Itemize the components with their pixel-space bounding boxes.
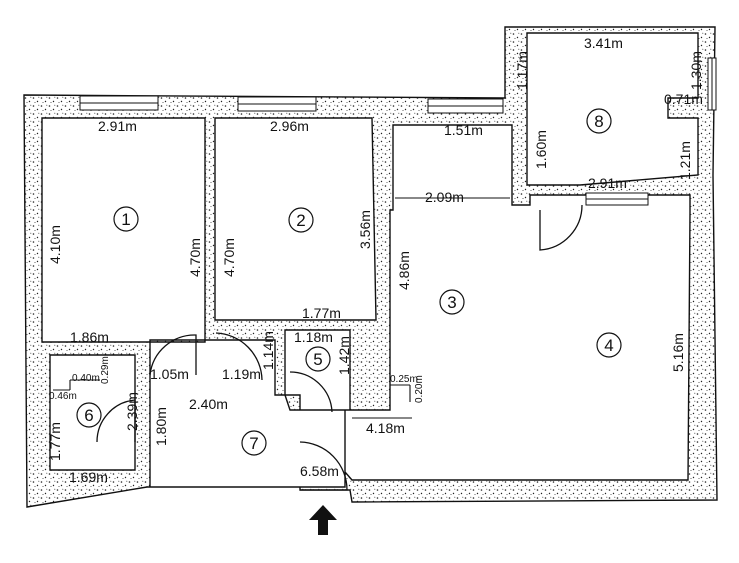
dim-r2-bottom: 1.77m [302,305,341,321]
dim-door-1-05: 1.05m [150,366,189,382]
dim-r3-bottom: 4.18m [366,420,405,436]
dim-r7-left: 1.80m [153,407,169,446]
dim-r7-bottom: 6.58m [300,463,339,479]
dim-r1-bottom: 1.86m [70,329,109,345]
dim-r5-top: 1.18m [294,329,333,345]
room-number-5: 5 [313,350,322,369]
dim-r3-left: 4.86m [396,251,412,290]
dim-r3-niche-a: 0.25m [390,374,418,385]
room-number-6: 6 [84,406,93,425]
dim-r8-left-top: 1.17m [514,51,530,90]
dim-r1-right: 4.70m [187,238,203,277]
room-number-4: 4 [604,336,613,355]
room-number-2: 2 [296,211,305,230]
dim-r8-left: 1.60m [533,130,549,169]
door-swings [96,204,583,491]
dim-r2-top: 2.96m [270,118,309,134]
dim-r8-right-top: 1.30m [688,51,704,90]
room-circles [76,108,622,456]
dim-r8-top: 3.41m [584,35,623,51]
dim-r6-c: 0.46m [49,391,77,402]
room-number-3: 3 [447,293,456,312]
dim-r6-a: 0.40m [72,373,100,384]
dim-r5-left: 1.14m [260,331,276,370]
dim-r8-niche: 0.71m [664,91,703,107]
dim-r1-top: 2.91m [98,118,137,134]
dim-r1-side: 4.10m [47,225,63,264]
dim-r2-right: 3.56m [357,210,373,249]
dim-r8-bottom: 2.91m [588,175,627,191]
walls [23,26,718,508]
dim-r6-b: 0.29m [100,356,111,384]
dim-r5-right: 1.42m [336,336,352,375]
dim-r3-mid: 2.09m [425,189,464,205]
room-number-7: 7 [249,434,258,453]
dim-r2-left: 4.70m [221,238,237,277]
dim-r6-bottom: 1.69m [69,469,108,485]
dimension-lines [53,197,510,419]
room-number-8: 8 [594,112,603,131]
dim-r8-right: 1.21m [677,141,693,180]
windows [79,57,717,206]
dim-hall: 2.40m [189,396,228,412]
room-number-1: 1 [121,210,130,229]
dim-r3-niche-b: 0.20m [414,375,425,403]
entrance-arrow-icon [309,505,337,535]
dim-r4-right: 5.16m [670,333,686,372]
dim-r6-left: 1.77m [47,422,63,461]
dim-r3-top: 1.51m [444,122,483,138]
dim-r5-bottom: 1.19m [222,366,261,382]
dim-r6-d: 2.39m [124,392,140,431]
